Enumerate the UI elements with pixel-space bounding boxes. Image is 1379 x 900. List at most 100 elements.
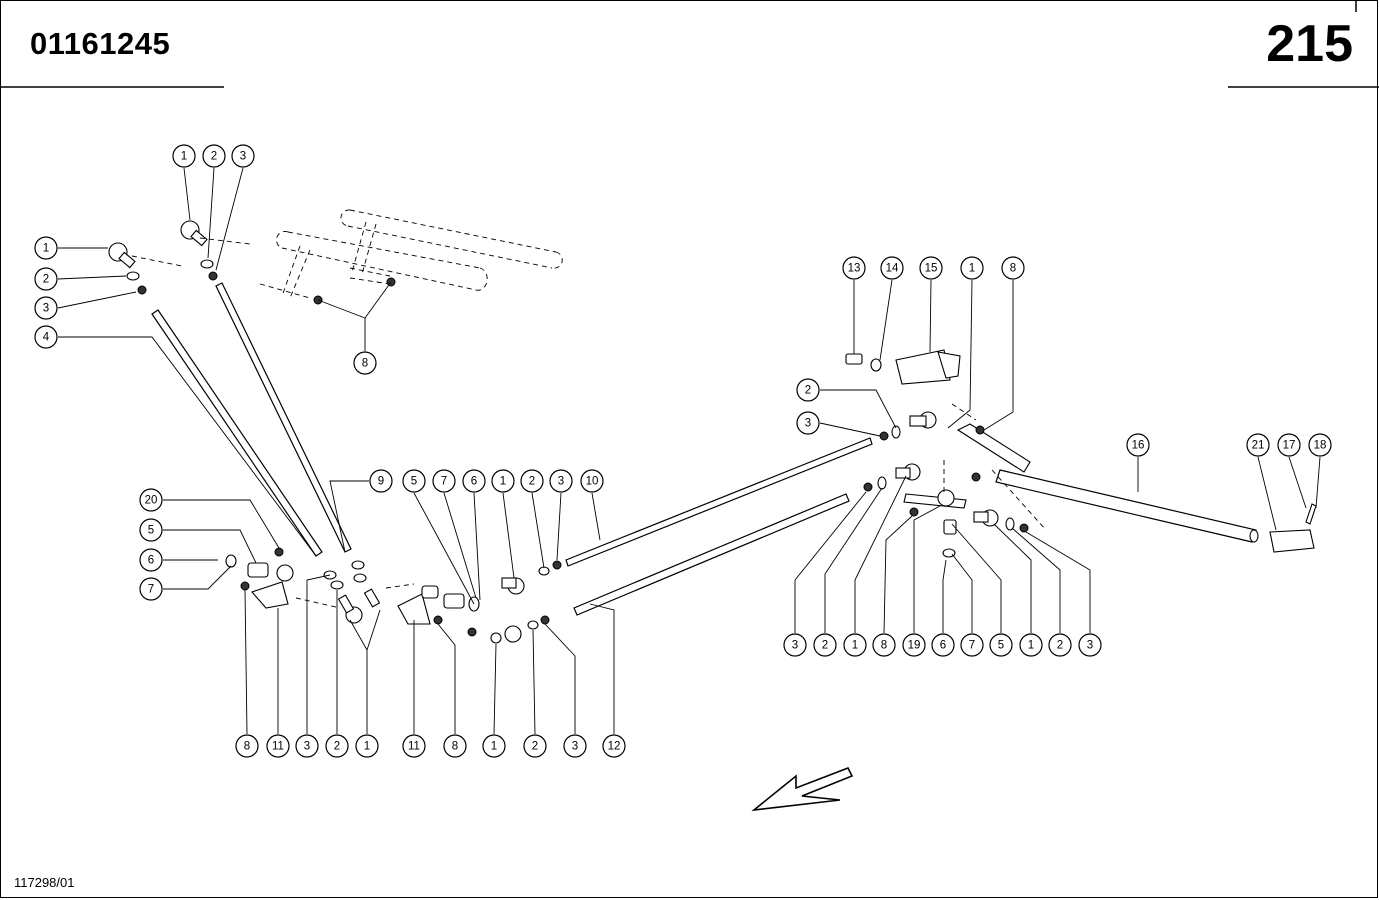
callout-number: 8 — [452, 741, 458, 753]
callout-1: 1 — [355, 734, 379, 758]
callout-circle — [202, 144, 226, 168]
callout-number: 20 — [145, 495, 158, 507]
callout-7: 7 — [960, 633, 984, 657]
callout-number: 1 — [491, 741, 497, 753]
callout-circle — [491, 469, 515, 493]
callout-15: 15 — [919, 256, 943, 280]
callout-number: 1 — [1028, 640, 1034, 652]
callout-number: 9 — [378, 476, 384, 488]
callout-number: 2 — [529, 476, 535, 488]
callout-circle — [989, 633, 1013, 657]
callout-circle — [139, 577, 163, 601]
callout-circle — [482, 734, 506, 758]
callout-number: 2 — [532, 741, 538, 753]
callout-2: 2 — [325, 734, 349, 758]
callout-number: 15 — [925, 263, 938, 275]
callout-number: 7 — [441, 476, 447, 488]
callout-circle — [931, 633, 955, 657]
callout-6: 6 — [931, 633, 955, 657]
callout-circle — [549, 469, 573, 493]
callout-8: 8 — [235, 734, 259, 758]
callout-circle — [563, 734, 587, 758]
callout-number: 3 — [572, 741, 578, 753]
callout-number: 3 — [43, 303, 49, 315]
callout-number: 18 — [1314, 440, 1327, 452]
direction-arrow — [751, 766, 854, 812]
callout-circle — [919, 256, 943, 280]
callout-circle — [1019, 633, 1043, 657]
callout-number: 2 — [1057, 640, 1063, 652]
callout-circle — [34, 236, 58, 260]
callout-circle — [325, 734, 349, 758]
callout-21: 21 — [1246, 433, 1270, 457]
callout-circle — [796, 411, 820, 435]
right-bracket-assembly — [845, 349, 1317, 558]
callout-3: 3 — [231, 144, 255, 168]
callout-5: 5 — [139, 518, 163, 542]
callout-7: 7 — [139, 577, 163, 601]
callout-3: 3 — [549, 469, 573, 493]
callout-10: 10 — [580, 469, 604, 493]
callout-number: 8 — [244, 741, 250, 753]
callout-18: 18 — [1308, 433, 1332, 457]
callout-circle — [443, 734, 467, 758]
part-number: 01161245 — [30, 26, 171, 61]
callout-circle — [139, 518, 163, 542]
callout-6: 6 — [139, 548, 163, 572]
callout-circle — [796, 378, 820, 402]
callout-7: 7 — [432, 469, 456, 493]
callout-5: 5 — [402, 469, 426, 493]
callout-circle — [580, 469, 604, 493]
callout-circle — [462, 469, 486, 493]
callout-2: 2 — [1048, 633, 1072, 657]
callout-1: 1 — [482, 734, 506, 758]
callout-number: 6 — [940, 640, 946, 652]
callout-circle — [432, 469, 456, 493]
callout-3: 3 — [563, 734, 587, 758]
callout-circle — [172, 144, 196, 168]
callout-circle — [842, 256, 866, 280]
callout-1: 1 — [491, 469, 515, 493]
page-number: 215 — [1266, 15, 1353, 73]
callout-number: 4 — [43, 332, 50, 344]
callout-circle — [369, 469, 393, 493]
callout-number: 17 — [1283, 440, 1296, 452]
callout-circle — [1246, 433, 1270, 457]
callout-number: 19 — [908, 640, 921, 652]
callout-circle — [1048, 633, 1072, 657]
callout-circle — [34, 325, 58, 349]
callout-number: 2 — [43, 274, 49, 286]
callout-17: 17 — [1277, 433, 1301, 457]
callout-number: 3 — [304, 741, 310, 753]
callout-number: 10 — [586, 476, 599, 488]
callout-number: 1 — [969, 263, 975, 275]
callout-circle — [353, 351, 377, 375]
callout-number: 13 — [848, 263, 861, 275]
callout-11: 11 — [402, 734, 426, 758]
callout-circle — [902, 633, 926, 657]
header-rules — [0, 0, 1379, 88]
callout-number: 3 — [805, 418, 811, 430]
callout-2: 2 — [523, 734, 547, 758]
callout-number: 1 — [852, 640, 858, 652]
callout-1: 1 — [960, 256, 984, 280]
callout-8: 8 — [1001, 256, 1025, 280]
callout-1: 1 — [843, 633, 867, 657]
callout-circle — [1277, 433, 1301, 457]
callout-number: 1 — [364, 741, 370, 753]
callout-number: 2 — [334, 741, 340, 753]
callout-12: 12 — [602, 734, 626, 758]
lower-left-linkage — [225, 547, 562, 644]
callout-2: 2 — [813, 633, 837, 657]
dashed-connections — [131, 237, 1047, 609]
upper-ball-joints — [108, 220, 396, 305]
callout-2: 2 — [796, 378, 820, 402]
callout-1: 1 — [1019, 633, 1043, 657]
long-rods — [151, 282, 1259, 616]
callout-2: 2 — [202, 144, 226, 168]
callout-circle — [960, 256, 984, 280]
